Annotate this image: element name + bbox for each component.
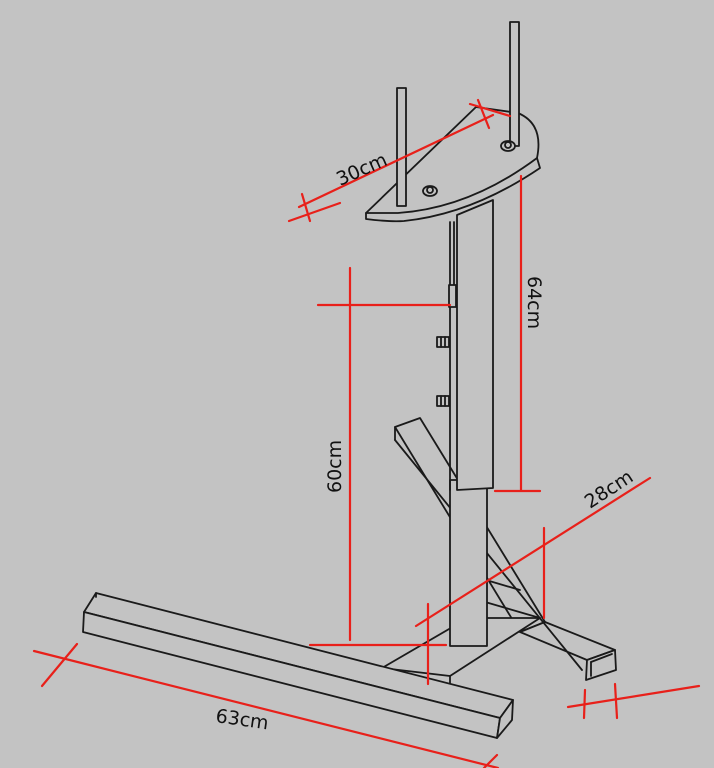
upper-tube — [448, 199, 494, 491]
top-plate — [365, 106, 541, 223]
dimension-back-bar-tick — [566, 682, 701, 720]
clamp-bolt-upper-icon — [436, 336, 450, 348]
dimension-column-height: 60cm — [308, 266, 452, 647]
upper-tube-length-label: 64cm — [523, 276, 545, 329]
column-height-label: 60cm — [324, 440, 346, 493]
dimension-upper-tube: 64cm — [493, 174, 545, 493]
clamp-bolt-lower-icon — [436, 395, 450, 407]
front-base-bar — [82, 592, 514, 739]
front-bar-length-label: 63cm — [214, 705, 270, 734]
top-plate-width-label: 30cm — [333, 149, 390, 191]
left-post — [396, 87, 438, 207]
right-post — [500, 21, 520, 152]
base-depth-label: 28cm — [581, 466, 638, 513]
lower-column — [449, 479, 488, 647]
